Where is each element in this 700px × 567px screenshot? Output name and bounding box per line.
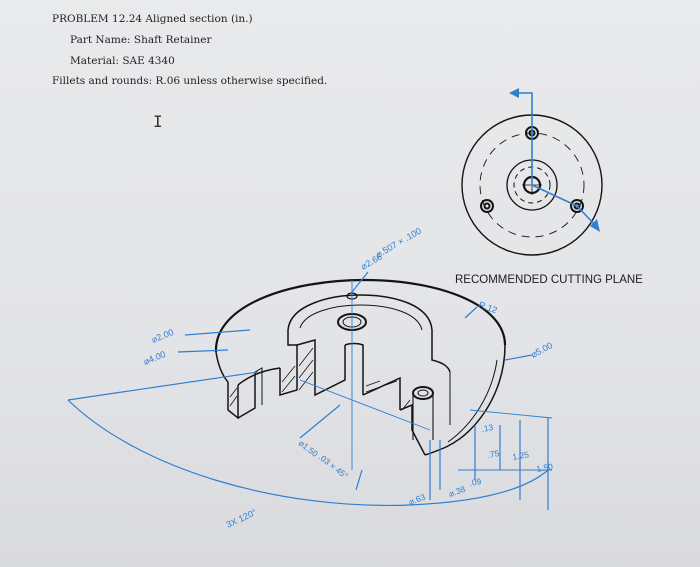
dim-d400: ⌀4.00 bbox=[142, 349, 167, 367]
section-right-flange bbox=[399, 403, 426, 456]
section-right-hub bbox=[362, 376, 401, 410]
hub-top-edge bbox=[287, 294, 433, 331]
section-left-inner bbox=[254, 367, 263, 405]
cutting-plane-arrow-bottom bbox=[590, 219, 600, 232]
dim-d500: ⌀5.00 bbox=[529, 340, 554, 360]
isometric-section-view bbox=[214, 278, 507, 456]
dim-holes: 3X 120° bbox=[225, 507, 259, 530]
angle-extension-left bbox=[67, 371, 259, 401]
leader-chamfer bbox=[355, 469, 363, 491]
dim-n125: 1.25 bbox=[512, 449, 530, 462]
section-left-flange bbox=[227, 382, 239, 420]
hub-top-inner-edge bbox=[299, 304, 423, 331]
section-hatching bbox=[229, 347, 411, 411]
dim-n75: .75 bbox=[487, 448, 501, 460]
hatch-line-7 bbox=[298, 347, 314, 367]
dim-n13: .13 bbox=[481, 422, 495, 434]
bolt-hole-section-inner bbox=[417, 389, 429, 397]
hatch-line-3 bbox=[281, 375, 296, 393]
cutting-plane-label: RECOMMENDED CUTTING PLANE bbox=[455, 274, 643, 286]
angle-arc-120 bbox=[67, 399, 549, 507]
flange-left-round bbox=[215, 351, 229, 383]
hatch-line-2 bbox=[229, 387, 238, 398]
problem-title: PROBLEM 12.24 Aligned section (in.) bbox=[52, 13, 253, 25]
dimension-lines bbox=[67, 271, 553, 510]
hatch-line-6 bbox=[298, 359, 314, 379]
dim-n09: .09 bbox=[469, 476, 483, 488]
section-bore-wall bbox=[344, 342, 364, 395]
dim-d150: ⌀1.50 bbox=[297, 438, 320, 459]
dim-n38: ⌀.38 bbox=[447, 484, 467, 499]
hatch-line-8 bbox=[365, 380, 398, 393]
section-left-wall bbox=[237, 372, 256, 419]
bolt-hole-section bbox=[412, 386, 434, 400]
leader-d266 bbox=[351, 271, 369, 293]
part-name: Part Name: Shaft Retainer bbox=[70, 34, 212, 46]
hatch-line-5 bbox=[298, 371, 314, 391]
flange-right-inner-edge bbox=[447, 359, 498, 443]
hatch-line-4 bbox=[281, 365, 296, 383]
section-left-top bbox=[237, 367, 281, 386]
section-hub-left bbox=[287, 330, 297, 346]
material: Material: SAE 4340 bbox=[70, 55, 175, 67]
leader-d400 bbox=[177, 349, 229, 353]
center-axis-diagonal bbox=[299, 379, 431, 431]
dim-n150: 1.50 bbox=[536, 461, 554, 474]
dim-d507: ⌀.507 × .100 bbox=[374, 226, 423, 260]
dim-chamfer: .03 × 45° bbox=[317, 452, 350, 481]
cutting-plane-path bbox=[511, 92, 597, 227]
fillets-note: Fillets and rounds: R.06 unless otherwis… bbox=[52, 75, 328, 87]
bolt-hole-left-inner bbox=[483, 202, 491, 210]
problem-header: PROBLEM 12.24 Aligned section (in.) Part… bbox=[0, 0, 700, 110]
leader-d500 bbox=[504, 354, 533, 361]
cutting-plane-line bbox=[509, 88, 600, 232]
flange-top-edge bbox=[214, 278, 507, 353]
dim-extension-top bbox=[469, 409, 553, 419]
dim-d200: ⌀2.00 bbox=[150, 327, 175, 345]
leader-r12 bbox=[464, 306, 478, 319]
leader-d150 bbox=[299, 404, 341, 439]
leader-d200 bbox=[184, 329, 251, 336]
hatch-line-10 bbox=[401, 399, 411, 411]
hatch-line-9 bbox=[365, 380, 381, 387]
bolt-hole-left bbox=[480, 199, 494, 213]
bolt-hole-right-inner bbox=[573, 202, 581, 210]
cutting-plane-arrow-top bbox=[509, 88, 519, 98]
bolt-hole-right bbox=[570, 199, 584, 213]
section-hub-profile bbox=[279, 339, 346, 397]
text-cursor-icon: I bbox=[153, 112, 163, 131]
dimension-labels: ⌀2.66 ⌀.507 × .100 R.12 ⌀2.00 ⌀4.00 ⌀5.0… bbox=[142, 226, 554, 530]
hatch-line-1 bbox=[229, 395, 238, 407]
hub-right-side bbox=[431, 330, 451, 373]
bolt-hole-section-walls bbox=[412, 395, 434, 440]
